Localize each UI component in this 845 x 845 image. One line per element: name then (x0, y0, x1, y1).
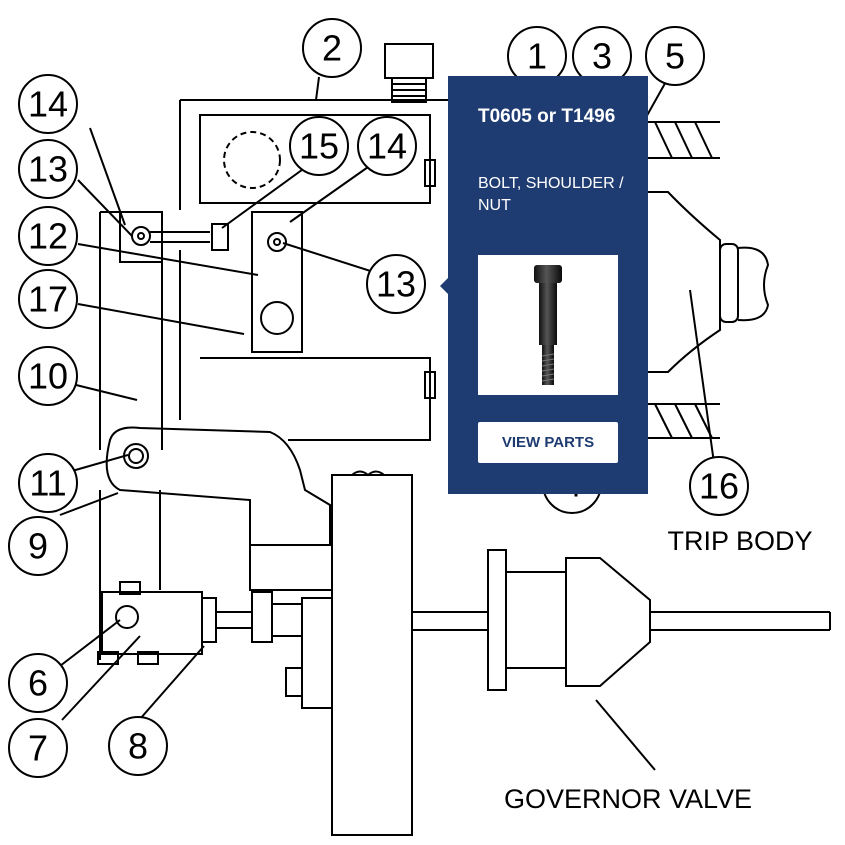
callout-1[interactable]: 1 (527, 36, 547, 77)
callout-16[interactable]: 16 (699, 466, 739, 507)
popup-pointer (440, 277, 449, 295)
callout-9[interactable]: 9 (28, 526, 48, 567)
callout-13-left[interactable]: 13 (28, 149, 68, 190)
callout-14-left[interactable]: 14 (28, 84, 68, 125)
view-parts-button[interactable]: VIEW PARTS (478, 422, 618, 463)
callout-2[interactable]: 2 (322, 28, 342, 69)
callout-6[interactable]: 6 (28, 663, 48, 704)
callout-13-right[interactable]: 13 (376, 264, 416, 305)
callout-7[interactable]: 7 (28, 728, 48, 769)
part-image (478, 255, 618, 395)
callout-17[interactable]: 17 (28, 279, 68, 320)
callout-8[interactable]: 8 (128, 726, 148, 767)
callout-3[interactable]: 3 (592, 36, 612, 77)
shoulder-bolt-icon (534, 265, 562, 385)
part-description: BOLT, SHOULDER / NUT (478, 175, 624, 214)
caption-trip-body: TRIP BODY (667, 526, 812, 556)
callout-10[interactable]: 10 (28, 356, 68, 397)
callout-11[interactable]: 11 (29, 463, 66, 504)
callout-5[interactable]: 5 (665, 36, 685, 77)
callout-14-right[interactable]: 14 (367, 126, 407, 167)
diagram-linework (8, 18, 831, 836)
caption-governor-valve: GOVERNOR VALVE (504, 784, 752, 814)
callout-12[interactable]: 12 (28, 216, 68, 257)
part-number: T0605 or T1496 (478, 106, 616, 127)
part-popup: T0605 or T1496 BOLT, SHOULDER / NUT VIEW… (448, 76, 648, 494)
callout-15[interactable]: 15 (299, 126, 339, 167)
